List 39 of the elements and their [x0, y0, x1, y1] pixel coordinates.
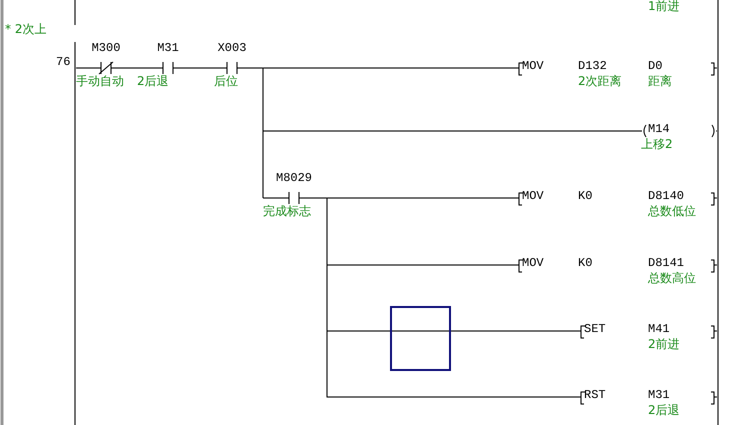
device-comment: 完成标志	[263, 205, 311, 218]
comment-text: * 2次上	[5, 23, 46, 36]
device-address: X003	[218, 42, 246, 55]
instruction-name: MOV	[522, 60, 544, 73]
device-comment: 上移2	[641, 138, 673, 151]
instruction-name: MOV	[522, 257, 544, 270]
instruction-name: MOV	[522, 190, 544, 203]
comment-text: 1前进	[648, 0, 680, 13]
device-address: M8029	[276, 172, 312, 185]
normally-open-contact	[263, 172, 318, 220]
device-comment: 2后退	[648, 404, 680, 417]
device-address: M14	[648, 123, 670, 136]
device-comment: 总数低位	[648, 205, 696, 218]
wire	[318, 198, 580, 398]
device-address: D8141	[648, 257, 684, 270]
selection-box	[390, 306, 451, 371]
device-address: M31	[648, 389, 670, 402]
wire	[450, 330, 580, 332]
device-address: M31	[157, 42, 179, 55]
device-address: M41	[648, 323, 670, 336]
device-address: D132	[578, 60, 607, 73]
instruction-name: SET	[584, 323, 606, 336]
device-comment: 2后退	[137, 75, 169, 88]
step-number: 76	[56, 56, 70, 69]
wire	[250, 68, 264, 198]
instruction-name: RST	[584, 389, 606, 402]
device-comment: 总数高位	[648, 272, 696, 285]
device-comment: 2前进	[648, 338, 680, 351]
device-address: D8140	[648, 190, 684, 203]
device-address: M300	[92, 42, 120, 55]
device-address: K0	[578, 257, 592, 270]
device-comment: 2次距离	[578, 75, 622, 88]
normally-closed-contact	[76, 42, 128, 90]
normally-open-contact	[205, 42, 250, 90]
device-comment: 距离	[648, 75, 672, 88]
device-comment: 手动自动	[76, 75, 124, 88]
device-address: D0	[648, 60, 662, 73]
device-comment: 后位	[214, 75, 238, 88]
device-address: K0	[578, 190, 592, 203]
